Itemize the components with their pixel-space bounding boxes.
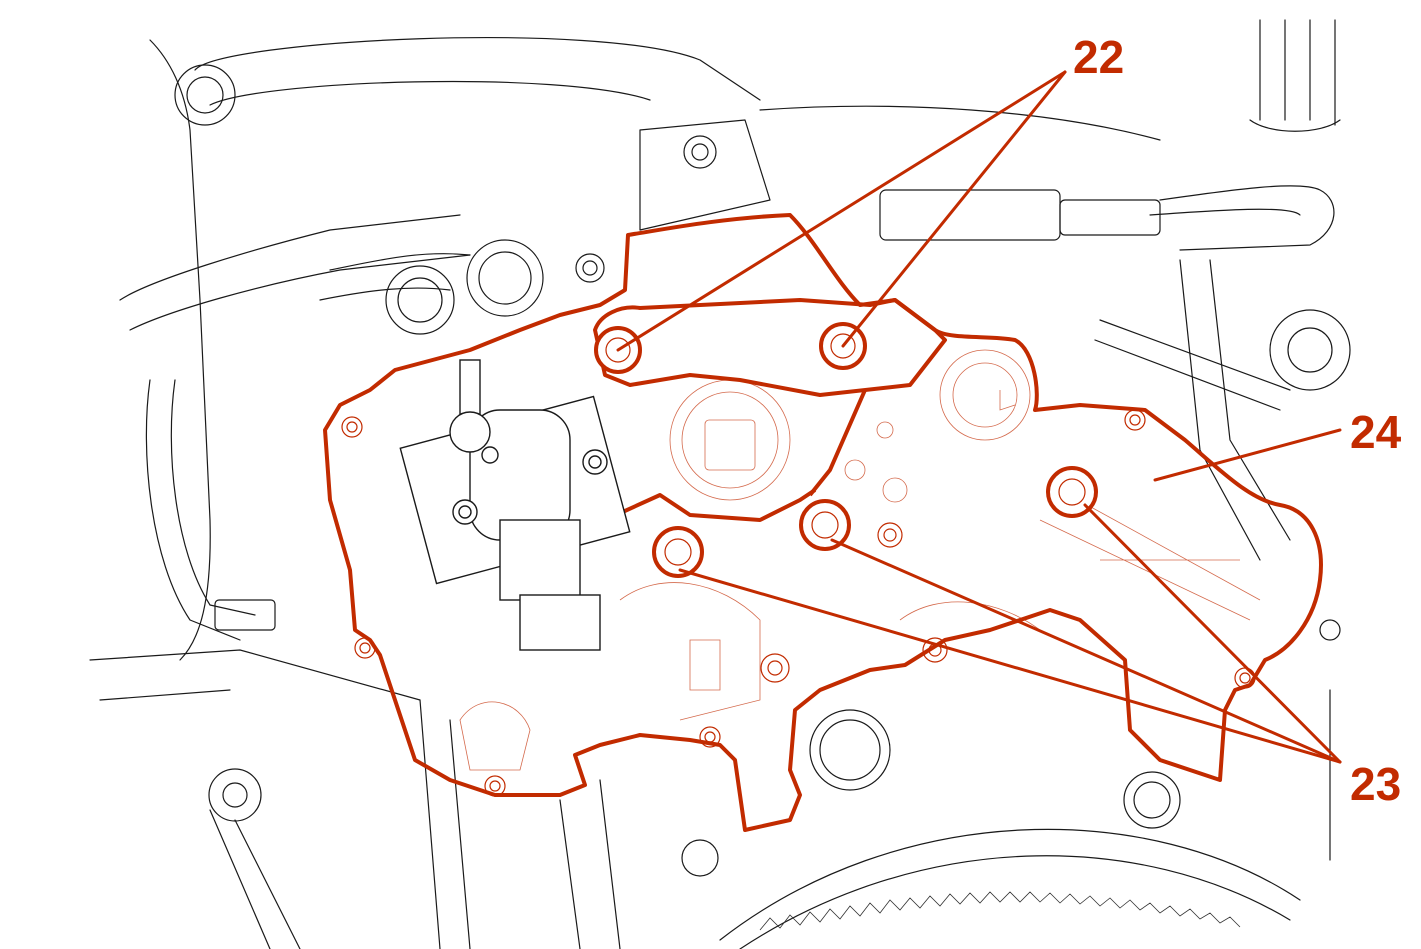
bolt-holes-23 [652, 466, 1098, 578]
callout-24: 24 [1350, 406, 1402, 458]
leader-22-left [616, 70, 1067, 352]
leader-22-right [841, 70, 1067, 348]
leader-24 [1153, 428, 1342, 482]
engine-background-linework [89, 19, 1351, 949]
callout-22: 22 [1073, 31, 1124, 83]
leader-23-left [678, 568, 1342, 764]
leader-23-middle [830, 538, 1342, 764]
cover-outline [323, 213, 1323, 832]
solenoid-valve [399, 359, 631, 651]
bolt-23-middle [799, 499, 851, 551]
leader-lines [616, 70, 1342, 764]
leader-23-right [1083, 503, 1342, 764]
callout-23: 23 [1350, 758, 1401, 810]
cover-internal-detail [459, 349, 1261, 771]
perimeter-bolts [341, 409, 1256, 797]
bolt-23-left [652, 526, 704, 578]
bolt-holes-22 [594, 322, 867, 374]
